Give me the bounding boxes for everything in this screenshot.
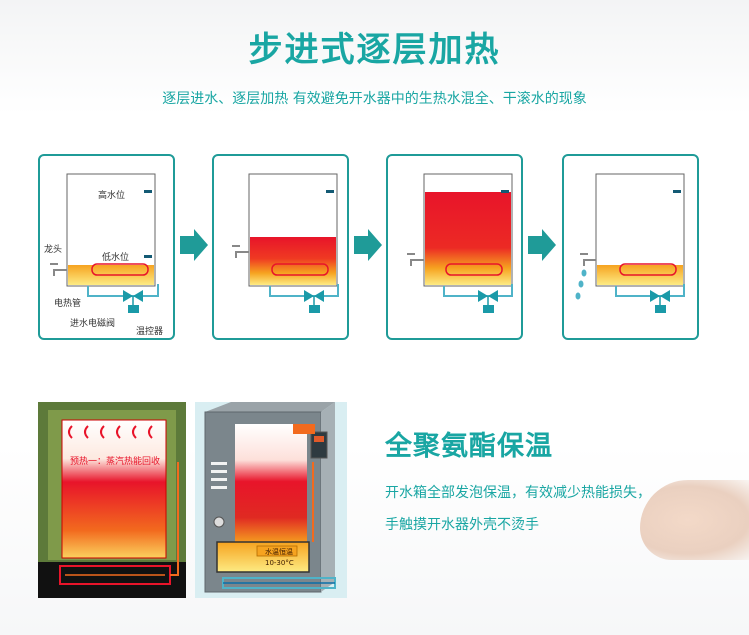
page-title: 步进式逐层加热 [248,30,501,70]
temp-box [256,545,298,557]
valve-icon-b [133,290,143,302]
hand-image [640,480,749,560]
label-valve: 进水电磁阀 [70,319,116,329]
page-subtitle: 逐层进水、逐层加热 有效避免开水器中的生热水混全、干滚水的现象 [162,91,587,107]
stage-panel-1: 高水位 低水位 龙头 电热管 进水电磁阀 温控器 [38,154,175,340]
stage-panel-3 [386,154,523,340]
water-drop-icon [581,269,587,277]
section-desc-line1: 开水箱全部发泡保温，有效减少热能损失， [385,485,651,501]
label-low-level: 低水位 [102,253,130,263]
arrow-right-icon [180,229,208,261]
insulated-tank-svg [38,402,186,598]
machine-interior-svg [195,402,347,598]
label-thermostat: 温控器 [136,327,164,337]
hot-panel [293,424,315,434]
inner-tank [61,419,167,559]
control-panel [310,431,328,459]
valve-box [128,305,139,313]
water-fill [425,192,511,285]
section-title: 全聚氨酯保温 [385,431,553,462]
thermostat-knob [213,516,225,528]
low-level-sensor [144,255,152,258]
label-heater: 电热管 [54,299,82,309]
high-level-sensor [144,190,152,193]
arrow-right-icon [528,229,556,261]
water-fill [250,237,336,285]
steam-icon [68,425,153,439]
insulated-tank-illustration: 预热一：蒸汽热能回收 [38,402,186,598]
label-tap: 龙头 [44,245,63,255]
label-high-level: 高水位 [98,191,126,201]
water-drop-icon [575,292,581,300]
coil-pipe [222,577,336,589]
heater-coil [91,263,149,276]
temp-box-label: 水温恒温 [265,548,293,556]
stage-diagram-2 [232,173,339,313]
tap-pipe [53,269,67,276]
inner-chamber [235,424,307,544]
valve-icon [123,290,133,302]
stage-panel-2 [212,154,349,340]
temp-range-label: 10-30°C [265,559,294,567]
water-drop-icon [578,280,584,288]
stage-diagram-1 [50,173,159,313]
arrow-right-icon [354,229,382,261]
base-black [38,562,186,598]
stage-diagram-3 [407,173,513,313]
machine-interior-illustration: 水温恒温 10-30°C [195,402,347,598]
stage-panel-4 [562,154,699,340]
stage-diagram-4 [575,173,685,313]
preheat-note: 预热一：蒸汽热能回收 [70,457,161,467]
section-desc-line2: 手触摸开水器外壳不烫手 [385,517,539,533]
machine-top [205,402,335,412]
